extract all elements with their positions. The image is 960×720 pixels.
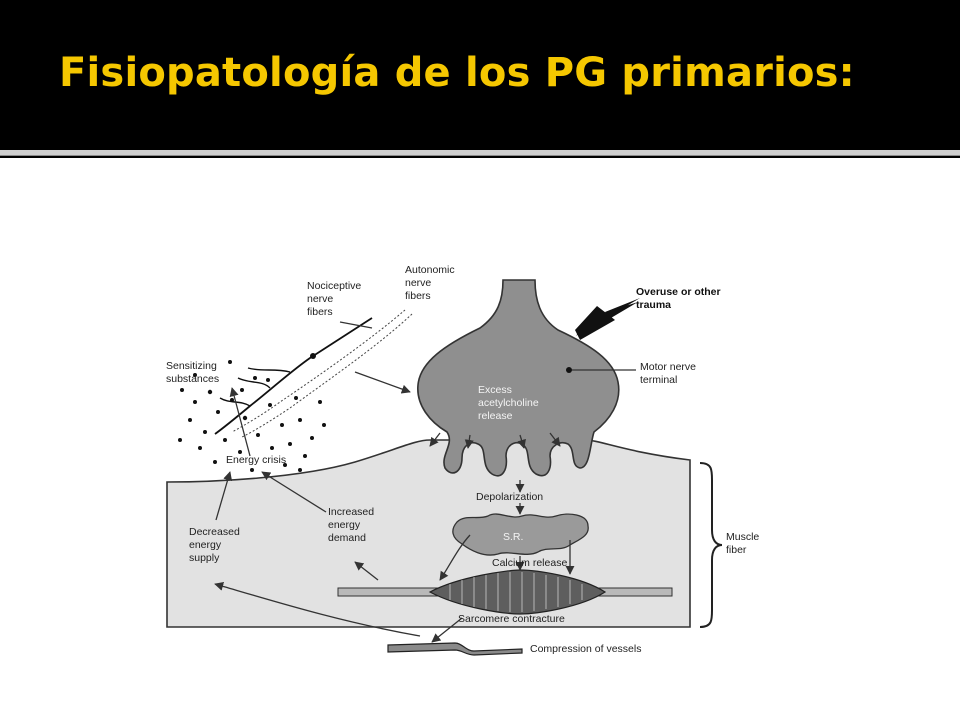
label-muscle-fiber: Muscle fiber xyxy=(726,531,762,556)
label-nociceptive: Nociceptive nerve fibers xyxy=(307,280,364,318)
autonomic-fiber-1 xyxy=(231,309,406,433)
compressed-vessel xyxy=(387,642,523,656)
motor-nerve-terminal-shape xyxy=(417,279,620,477)
sarcoplasmic-reticulum xyxy=(452,513,589,556)
label-overuse: Overuse or other trauma xyxy=(636,286,724,311)
slide-title: Fisiopatología de los PG primarios: xyxy=(59,50,855,96)
label-sensitizing: Sensitizing substances xyxy=(166,360,220,385)
myofibril-left xyxy=(337,587,444,597)
autonomic-fiber-2 xyxy=(241,313,413,438)
label-motor-terminal: Motor nerve terminal xyxy=(640,361,699,386)
terminal-dot xyxy=(566,367,572,373)
nociceptive-branch xyxy=(219,367,291,407)
pathway-arrows xyxy=(214,321,636,643)
trauma-arrow-head xyxy=(575,298,640,340)
label-sr: S.R. xyxy=(503,531,523,543)
label-increased-demand: Increased energy demand xyxy=(328,506,377,544)
sensitizing-substance-dots xyxy=(178,360,326,472)
label-compression: Compression of vessels xyxy=(530,643,641,655)
title-divider xyxy=(0,150,960,156)
nociceptive-fiber xyxy=(214,317,373,435)
muscle-fiber-body xyxy=(166,439,691,628)
label-excess-ach: Excess acetylcholine release xyxy=(478,384,542,422)
knot-striations xyxy=(449,572,583,612)
diagram-area: Nociceptive nerve fibers Autonomic nerve… xyxy=(0,158,960,720)
label-decreased-supply: Decreased energy supply xyxy=(189,526,243,564)
muscle-fiber-brace xyxy=(699,462,723,628)
trigger-point-diagram: Nociceptive nerve fibers Autonomic nerve… xyxy=(166,264,762,656)
label-calcium-release: Calcium release xyxy=(492,557,567,569)
label-energy-crisis: Energy crisis xyxy=(226,454,286,466)
label-sarcomere: Sarcomere contracture xyxy=(458,613,565,625)
label-depolarization: Depolarization xyxy=(476,491,543,503)
nociceptive-node xyxy=(310,353,316,359)
title-bar: Fisiopatología de los PG primarios: xyxy=(0,0,960,150)
label-autonomic: Autonomic nerve fibers xyxy=(405,264,458,302)
